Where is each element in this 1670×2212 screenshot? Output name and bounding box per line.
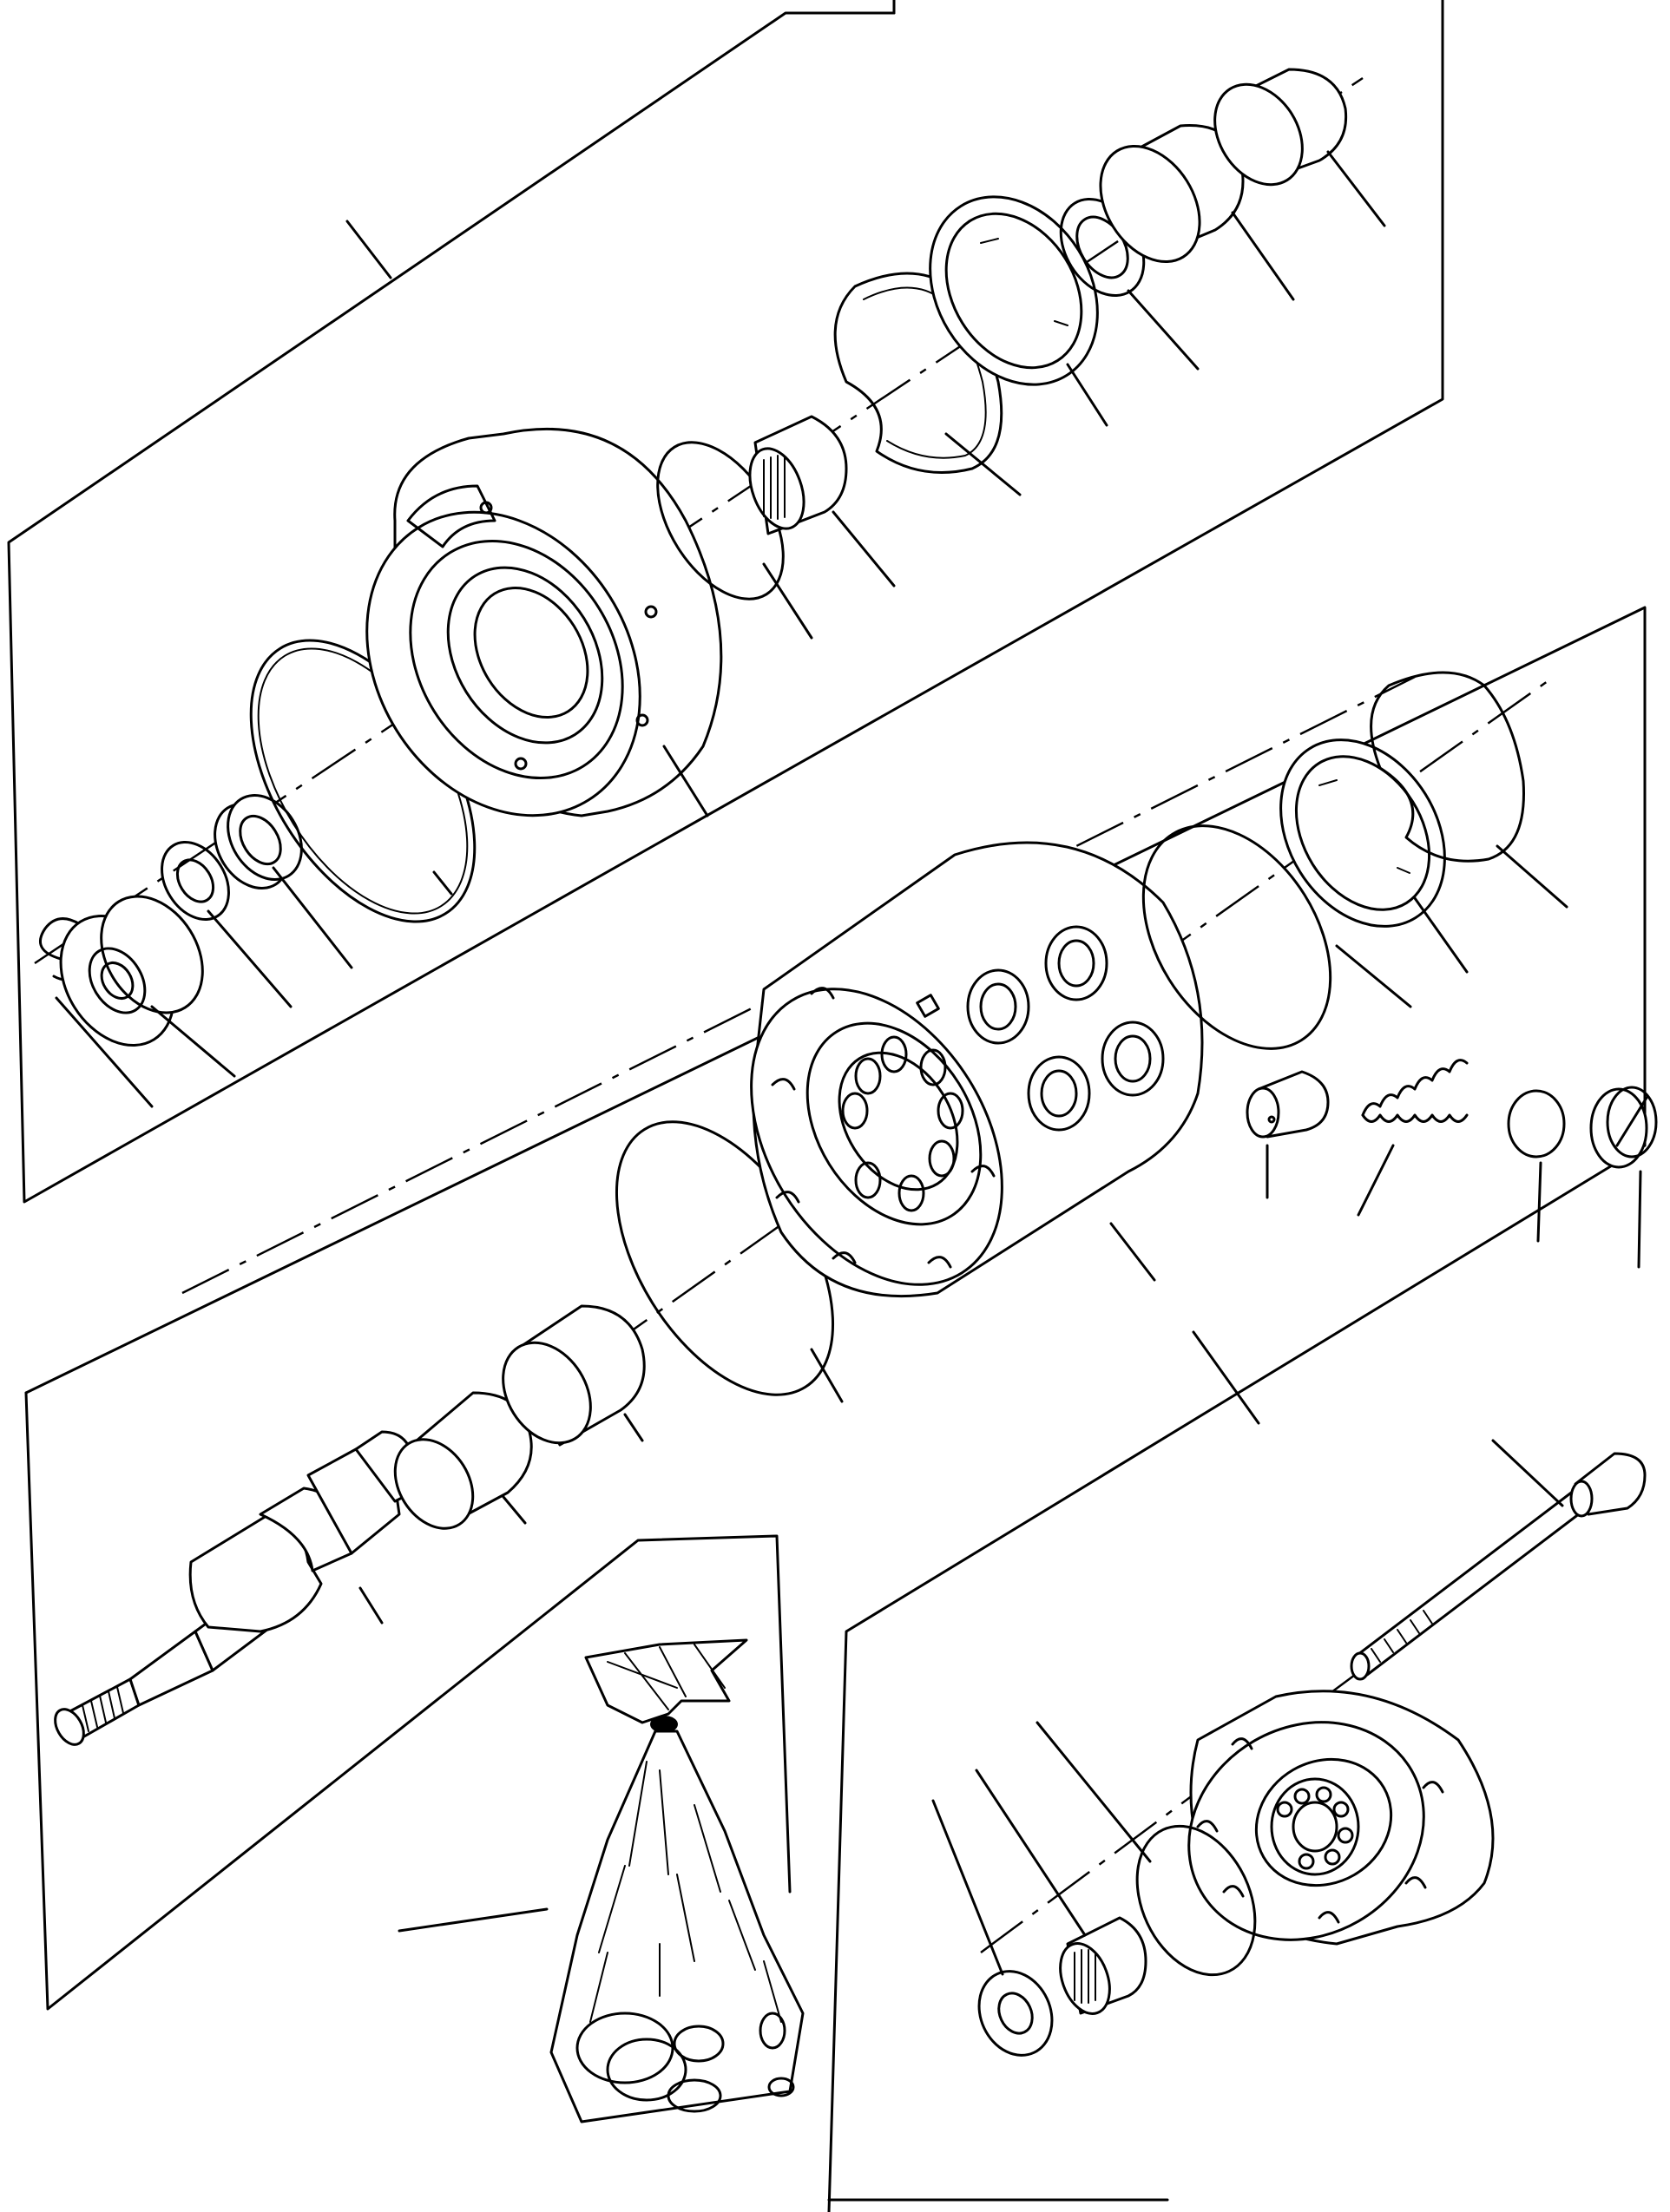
lower-assembly-frame [827, 1144, 1647, 2212]
leader-o-ring-middle [810, 1348, 844, 1403]
leader-port-plate-upper [1066, 363, 1108, 427]
bolt-threads [1371, 1610, 1433, 1663]
o-ring-middle-right [1141, 824, 1332, 1050]
drive-shaft [54, 1430, 414, 1746]
bag-contents [575, 2012, 795, 2113]
cylinder-bores [841, 1035, 964, 1212]
needle-rollers [763, 455, 786, 520]
tie-bolt [1350, 1452, 1647, 1681]
leader-tie-bolt [1491, 1439, 1564, 1507]
cylinder-block [750, 841, 1204, 1298]
leader-upper-assembly [345, 220, 392, 279]
leader-seal-kit [398, 1907, 549, 1933]
leader-lines [55, 150, 1642, 1976]
leader-shim [207, 909, 293, 1008]
bushing-middle-a [393, 1391, 533, 1530]
leader-o-ring-middle-right [1335, 944, 1412, 1008]
leader-drive-shaft [358, 1586, 384, 1625]
leader-thrust-ring [272, 866, 353, 969]
leader-o-ring-small [762, 562, 813, 640]
port-plate-middle [1279, 738, 1446, 928]
leader-bushing-middle-b [623, 1413, 644, 1442]
leader-needle-bearing-lower [975, 1769, 1087, 1937]
leader-plug-screw [1637, 1170, 1642, 1269]
end-cover [1187, 1690, 1495, 1946]
check-valve-poppet [1246, 1070, 1330, 1139]
leader-check-ball [1536, 1161, 1542, 1243]
check-ball [1507, 1089, 1566, 1159]
sleeve-bushing-large [1099, 124, 1245, 264]
upper-assembly-frame [7, 0, 1444, 1204]
shim-washer [161, 840, 230, 922]
bolt-notches [771, 987, 996, 1269]
bag-hatching [589, 1761, 782, 2023]
needle-bearing-upper [748, 415, 848, 535]
leader-thrust-washer-upper [1127, 289, 1200, 371]
middle-assembly-frame [24, 606, 1647, 2011]
rear-housing [365, 427, 723, 817]
leader-kidney-plate-upper [944, 432, 1022, 496]
check-valve-spring [1361, 1059, 1469, 1123]
leader-ball-bearing [150, 1005, 236, 1078]
side-ports [966, 925, 1165, 1132]
leader-needle-bearing [832, 510, 896, 587]
leader-kidney-plate-middle [1496, 844, 1568, 909]
leader-bushing-small [1326, 150, 1386, 227]
thrust-ring [214, 794, 303, 889]
end-cover-bearing [1270, 1777, 1360, 1876]
bushing-middle-b [502, 1304, 646, 1447]
thrust-washer-lower [977, 1970, 1054, 2057]
plug-screw [1589, 1086, 1658, 1169]
leader-o-ring-lower [1036, 1721, 1152, 1863]
leader-o-ring-upper [432, 870, 453, 896]
needle-bearing-lower [1059, 1916, 1147, 2015]
bag-icon [549, 1638, 805, 2123]
shaft-splines [82, 1686, 124, 1732]
leader-bushing-large [1231, 211, 1295, 301]
sleeve-bushing-small [1213, 68, 1348, 187]
leader-rear-housing [662, 745, 709, 817]
o-ring-lower [1135, 1824, 1257, 1977]
leader-bushing-middle-a [502, 1495, 527, 1525]
leader-snap-ring [55, 996, 154, 1108]
leader-spring [1357, 1144, 1395, 1217]
leader-end-cover [1192, 1330, 1260, 1425]
leader-port-plate-middle [1413, 896, 1469, 974]
ball-bearing [59, 895, 204, 1047]
port-plate-upper [929, 195, 1099, 386]
kidney-plate-middle [1370, 671, 1525, 863]
leader-cylinder-block [1109, 1222, 1156, 1282]
leader-thrust-washer-lower [931, 1799, 1004, 1976]
end-cover-notches [1196, 1737, 1444, 1924]
